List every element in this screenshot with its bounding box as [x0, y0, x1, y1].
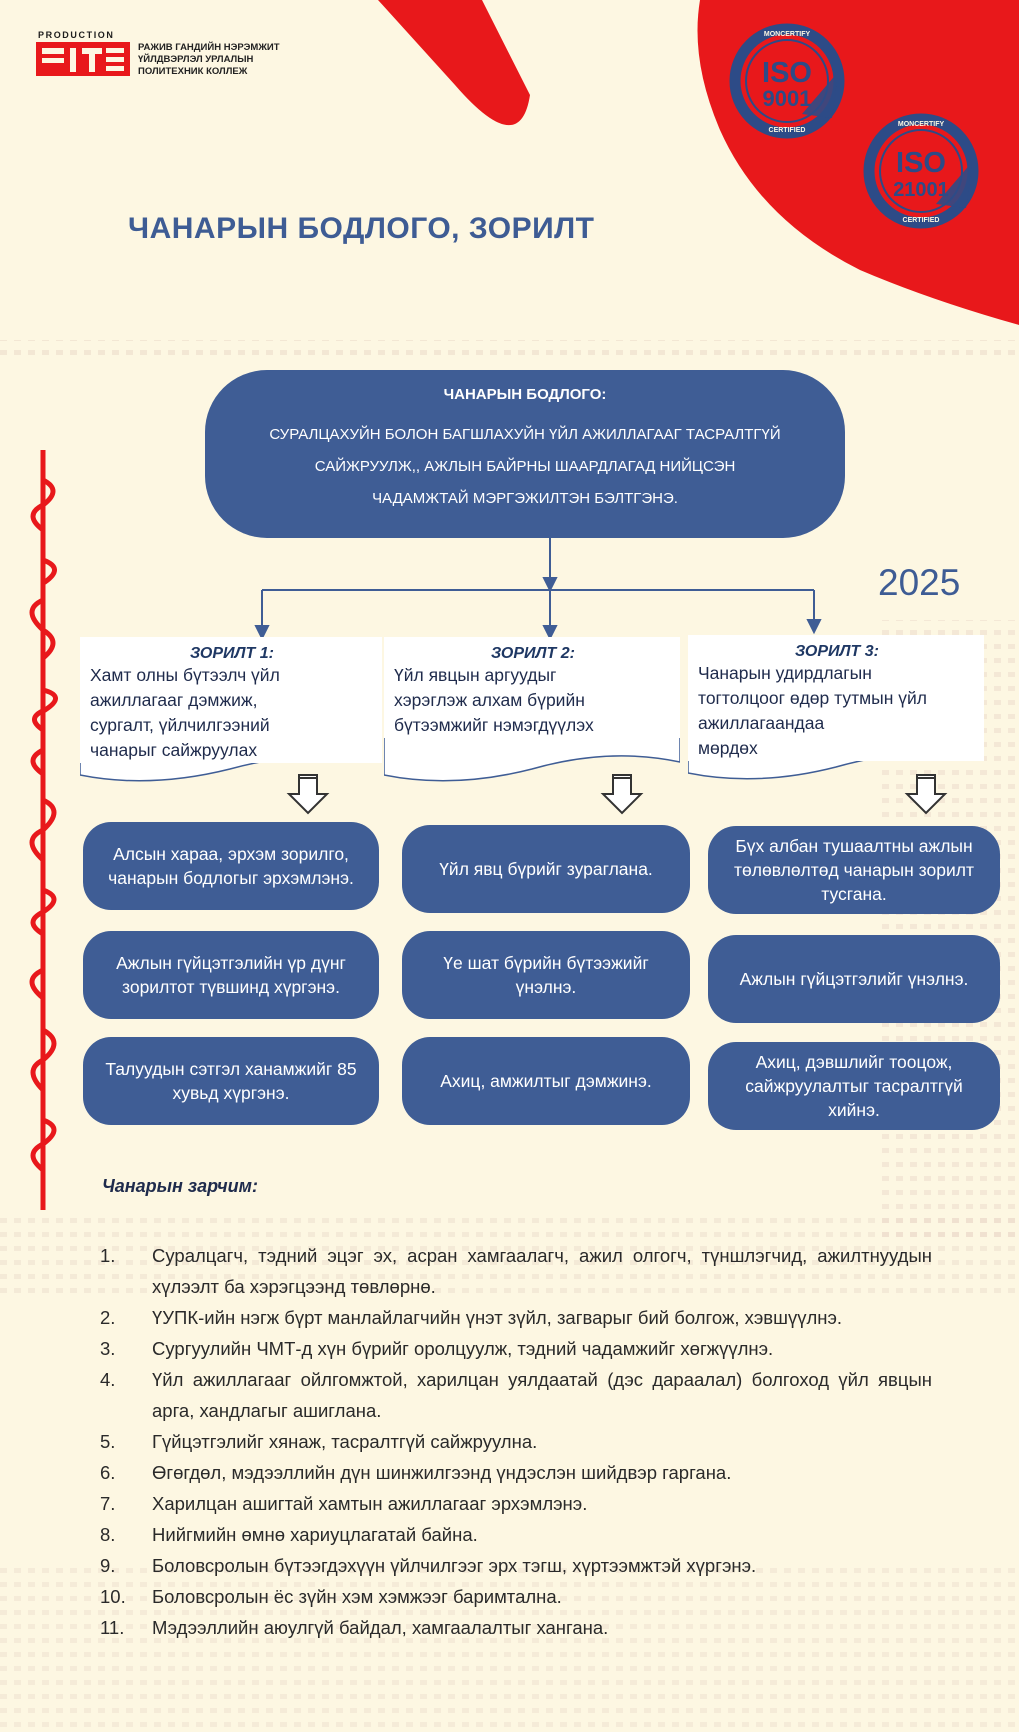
principle-item: 8. Нийгмийн өмнө хариуцлагатай байна. [100, 1519, 932, 1550]
principle-item: 2. ҮУПК-ийн нэгж бүрт манлайлагчийн үнэт … [100, 1302, 932, 1333]
dot-band-bottom [0, 1210, 1019, 1300]
principle-number: 5. [100, 1431, 116, 1452]
principle-number: 3. [100, 1338, 116, 1359]
badge-bottom-text: CERTIFIED [769, 127, 806, 134]
page-title: ЧАНАРЫН БОДЛОГО, ЗОРИЛТ [128, 212, 595, 245]
goal-2-action: Үйл явц бүрийг зураглана. [402, 825, 690, 913]
principle-number: 8. [100, 1524, 116, 1545]
principle-text: Боловсролын ёс зүйн хэм хэмжээг баримтал… [152, 1586, 562, 1607]
red-shape-large [697, 0, 1019, 325]
goal-1-box: ЗОРИЛТ 1: Хамт олны бүтээлч үйл ажиллага… [80, 637, 382, 763]
quality-policy-box: ЧАНАРЫН БОДЛОГО: СУРАЛЦАХУЙН БОЛОН БАГШЛ… [205, 370, 845, 538]
badge-number: 9001 [763, 86, 812, 111]
goal-1-line: ажиллагааг дэмжиж, [90, 690, 258, 710]
principles-list: 1. Суралцагч, тэдний эцэг эх, асран хамга… [100, 1240, 932, 1643]
principle-number: 1. [100, 1245, 116, 1266]
principle-text: Үйл ажиллагааг ойлгомжтой, харилцан уялд… [152, 1369, 932, 1421]
principle-item: 10. Боловсролын ёс зүйн хэм хэмжээг барим… [100, 1581, 932, 1612]
principle-text: Гүйцэтгэлийг хянаж, тасралтгүй сайжруулн… [152, 1431, 538, 1452]
policy-line: СУРАЛЦАХУЙН БОЛОН БАГШЛАХУЙН ҮЙЛ АЖИЛЛАГ… [269, 426, 781, 443]
badge-bottom-text: CERTIFIED [903, 217, 940, 224]
policy-heading: ЧАНАРЫН БОДЛОГО: [443, 386, 607, 403]
goal-2-box: ЗОРИЛТ 2: Үйл явцын аргуудыг хэрэглэж ал… [384, 637, 680, 738]
badge-number: 21001 [893, 179, 949, 201]
goal-1-action: Талуудын сэтгэл ханамжийг 85 хувьд хүргэ… [83, 1037, 379, 1125]
principle-number: 9. [100, 1555, 116, 1576]
principles-title: Чанарын зарчим: [102, 1176, 258, 1196]
goal-1-action: Ажлын гүйцэтгэлийн үр дүнг зорилтот түвш… [83, 931, 379, 1019]
check-icon [802, 72, 838, 118]
principle-item: 7. Харилцан ашигтай хамтын ажиллагааг эрх… [100, 1488, 932, 1519]
goal-3-heading: ЗОРИЛТ 3: [795, 643, 879, 660]
principle-item: 9. Боловсролын бүтээгдэхүүн үйлчилгээг эр… [100, 1550, 932, 1581]
goal-1-action: Алсын хараа, эрхэм зорилго, чанарын бодл… [83, 822, 379, 910]
logo-line-3: ПОЛИТЕХНИК КОЛЛЕЖ [138, 66, 248, 77]
goal-2-line: хэрэглэж алхам бүрийн [394, 690, 585, 710]
badge-ring-text: MONCERTIFY [898, 121, 945, 128]
badge-label: ISO [762, 57, 812, 89]
goal-2-action: Ахиц, амжилтыг дэмжинэ. [402, 1037, 690, 1125]
principle-number: 11. [100, 1617, 125, 1638]
year-label: 2025 [878, 562, 961, 603]
logo-line-1: РАЖИВ ГАНДИЙН НЭРЭМЖИТ [138, 42, 280, 53]
goal-3-action: Ахиц, дэвшлийг тооцож, сайжруулалтыг тас… [708, 1042, 1000, 1130]
principle-item: 4. Үйл ажиллагааг ойлгомжтой, харилцан уя… [100, 1364, 932, 1426]
college-logo-icon [36, 42, 130, 76]
logo-line-2: ҮЙЛДВЭРЛЭЛ УРЛАЛЫН [138, 54, 254, 65]
principle-text: Боловсролын бүтээгдэхүүн үйлчилгээг эрх … [152, 1555, 757, 1576]
goal-3-line: Чанарын удирдлагын [698, 663, 872, 683]
dot-band-top [0, 340, 1019, 358]
badge-label: ISO [896, 147, 946, 179]
principle-text: Нийгмийн өмнө хариуцлагатай байна. [152, 1524, 478, 1545]
goal-3-line: ажиллагаандаа [698, 713, 825, 733]
principle-text: Сургуулийн ЧМТ-д хүн бүрийг оролцуулж, т… [152, 1338, 774, 1359]
principle-item: 3. Сургуулийн ЧМТ-д хүн бүрийг оролцуулж,… [100, 1333, 932, 1364]
dot-band-footer [0, 1560, 1019, 1732]
policy-line: ЧАДАМЖТАЙ МЭРГЭЖИЛТЭН БЭЛТГЭНЭ. [372, 490, 678, 507]
goal-2-action: Үе шат бүрийн бүтээжийг үнэлнэ. [402, 931, 690, 1019]
logo-production-text: PRODUCTION [38, 30, 115, 40]
principle-number: 6. [100, 1462, 116, 1483]
arrow-down-icon [600, 774, 644, 815]
goal-3-action: Ажлын гүйцэтгэлийг үнэлнэ. [708, 935, 1000, 1023]
iso-21001-badge: MONCERTIFY ISO 21001 CERTIFIED [863, 113, 979, 229]
goal-3-box: ЗОРИЛТ 3: Чанарын удирдлагын тогтолцоог … [688, 635, 984, 761]
principle-item: 5. Гүйцэтгэлийг хянаж, тасралтгүй сайжруу… [100, 1426, 932, 1457]
goal-2-line: Үйл явцын аргуудыг [394, 665, 557, 685]
principle-text: Суралцагч, тэдний эцэг эх, асран хамгаал… [152, 1245, 932, 1297]
principle-item: 11. Мэдээллийн аюулгүй байдал, хамгаалалт… [100, 1612, 932, 1643]
principle-item: 6. Өгөгдөл, мэдээллийн дүн шинжилгээнд үн… [100, 1457, 932, 1488]
principle-number: 4. [100, 1369, 116, 1390]
goal-2-heading: ЗОРИЛТ 2: [491, 645, 575, 662]
goal-1-heading: ЗОРИЛТ 1: [190, 645, 274, 662]
principle-item: 1. Суралцагч, тэдний эцэг эх, асран хамга… [100, 1240, 932, 1302]
principle-text: ҮУПК-ийн нэгж бүрт манлайлагчийн үнэт зү… [152, 1307, 843, 1328]
goal-1-line: сургалт, үйлчилгээний [90, 715, 270, 735]
goal-1-line: Хамт олны бүтээлч үйл [90, 665, 280, 685]
goal-3-line: мөрдөх [698, 738, 758, 758]
goal-1-line: чанарыг сайжруулах [90, 740, 258, 760]
principle-number: 2. [100, 1307, 116, 1328]
red-shape-small [378, 0, 530, 126]
iso-9001-badge: MONCERTIFY ISO 9001 CERTIFIED [729, 23, 845, 139]
policy-line: САЙЖРУУЛЖ,, АЖЛЫН БАЙРНЫ ШААРДЛАГАД НИЙЦ… [314, 458, 736, 475]
principle-text: Харилцан ашигтай хамтын ажиллагааг эрхэм… [152, 1493, 588, 1514]
arrow-down-icon [904, 774, 948, 815]
badge-ring-text: MONCERTIFY [764, 31, 811, 38]
goal-3-action: Бүх албан тушаалтны ажлын төлөвлөлтөд ча… [708, 826, 1000, 914]
principle-number: 7. [100, 1493, 116, 1514]
principle-number: 10. [100, 1586, 126, 1607]
mongolian-script-decoration [29, 450, 58, 1210]
principle-text: Мэдээллийн аюулгүй байдал, хамгаалалтыг … [152, 1617, 609, 1638]
principle-text: Өгөгдөл, мэдээллийн дүн шинжилгээнд үндэ… [152, 1462, 732, 1483]
check-icon [936, 162, 972, 208]
arrow-down-icon [286, 774, 330, 815]
goal-3-line: тогтолцоог өдөр тутмын үйл [698, 688, 927, 708]
goal-2-line: бүтээмжийг нэмэгдүүлэх [394, 715, 594, 735]
